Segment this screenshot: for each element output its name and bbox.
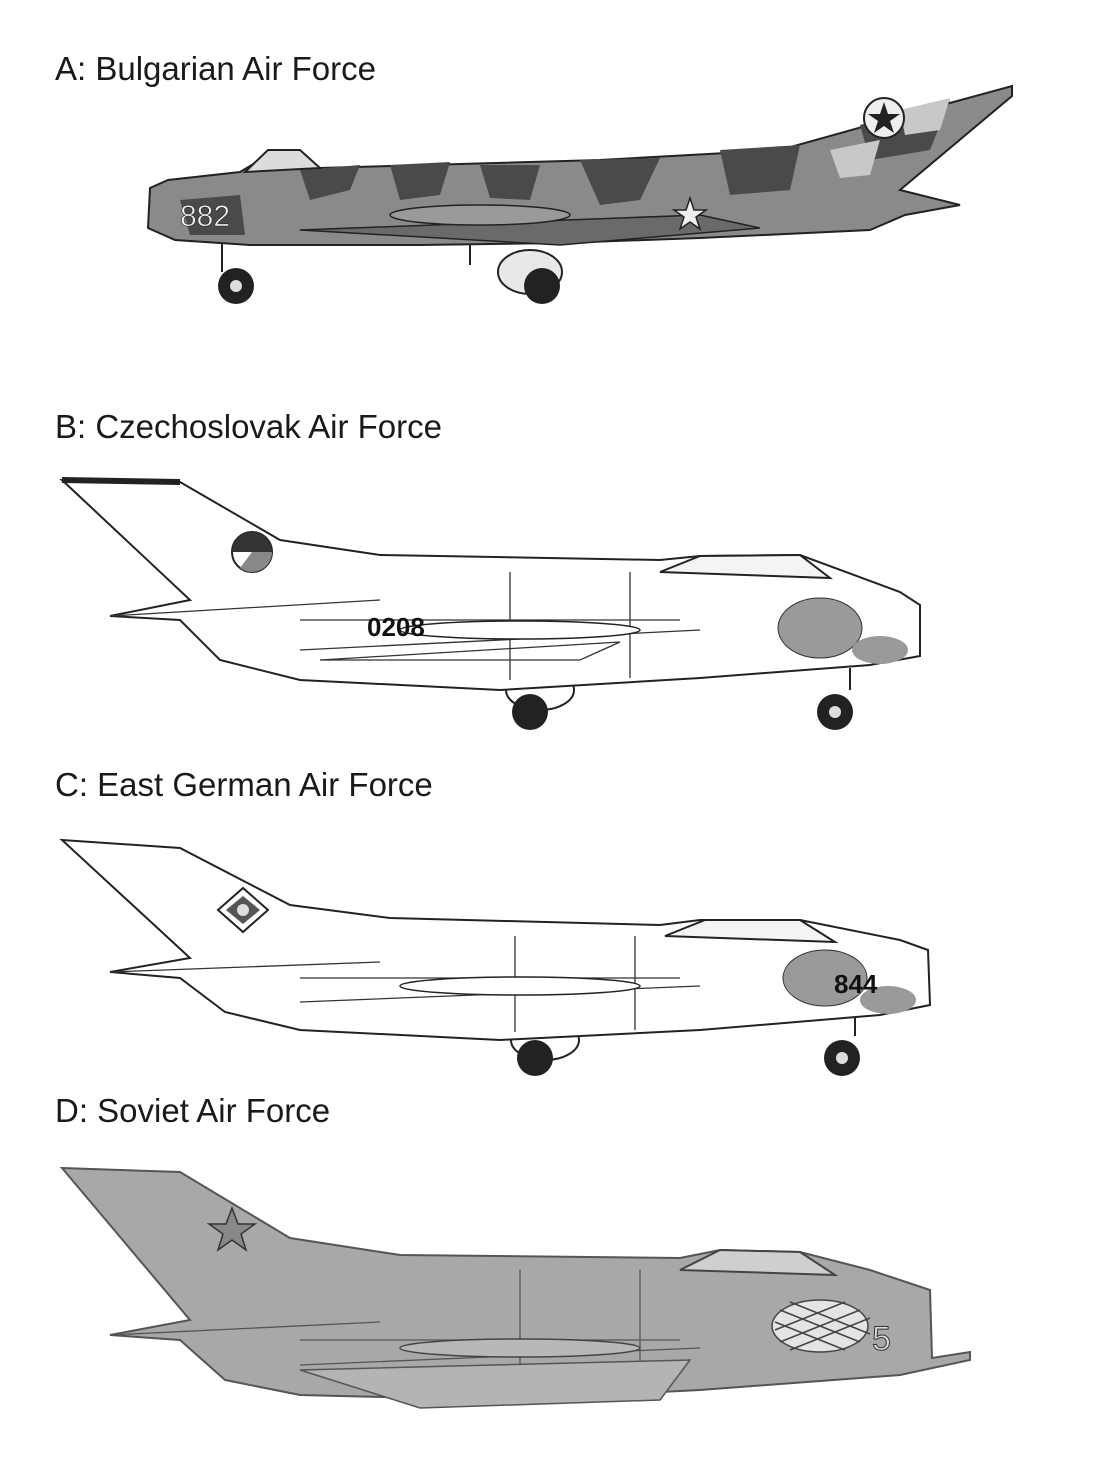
canopy: [679, 1248, 839, 1277]
star-insignia-icon: [863, 97, 905, 139]
nose-lattice: [771, 1299, 871, 1353]
panel-b: B: Czechoslovak Air Force 0208: [0, 360, 1100, 740]
main-gear: [469, 235, 563, 304]
fuselage: [59, 1166, 971, 1402]
tactical-number: 5: [872, 1320, 891, 1358]
nose-shading: [777, 597, 863, 659]
camouflage-light: [830, 98, 950, 178]
panel-a: A: Bulgarian Air Force: [0, 0, 1100, 360]
fuselage: [59, 838, 932, 1042]
canopy: [242, 149, 323, 174]
roundel-icon: [231, 531, 273, 573]
jet-profile-bulgarian: 882: [146, 84, 1013, 304]
caption-c: C: East German Air Force: [55, 766, 433, 803]
canopy: [664, 919, 839, 944]
nose-shading: [782, 949, 868, 1007]
tactical-number: 844: [834, 969, 878, 999]
jet-profile-east-german: 844: [59, 838, 932, 1076]
canopy: [659, 553, 834, 580]
tactical-number: 0208: [367, 612, 425, 642]
nose-gear: [218, 240, 254, 304]
jet-profile-soviet: 5: [59, 1166, 971, 1409]
panel-d: D: Soviet Air Force 5: [0, 1090, 1100, 1469]
roundel-icon: [216, 886, 270, 934]
caption-b: B: Czechoslovak Air Force: [55, 408, 442, 445]
panel-c: C: East German Air Force 844: [0, 740, 1100, 1090]
caption-d: D: Soviet Air Force: [55, 1092, 331, 1129]
star-insignia-icon: [206, 1205, 258, 1252]
caption-a: A: Bulgarian Air Force: [55, 50, 376, 87]
jet-profile-czechoslovak: 0208: [59, 477, 921, 730]
fuselage: [59, 478, 921, 692]
tactical-number: 882: [180, 200, 230, 233]
star-insignia-wing-icon: [671, 195, 709, 231]
